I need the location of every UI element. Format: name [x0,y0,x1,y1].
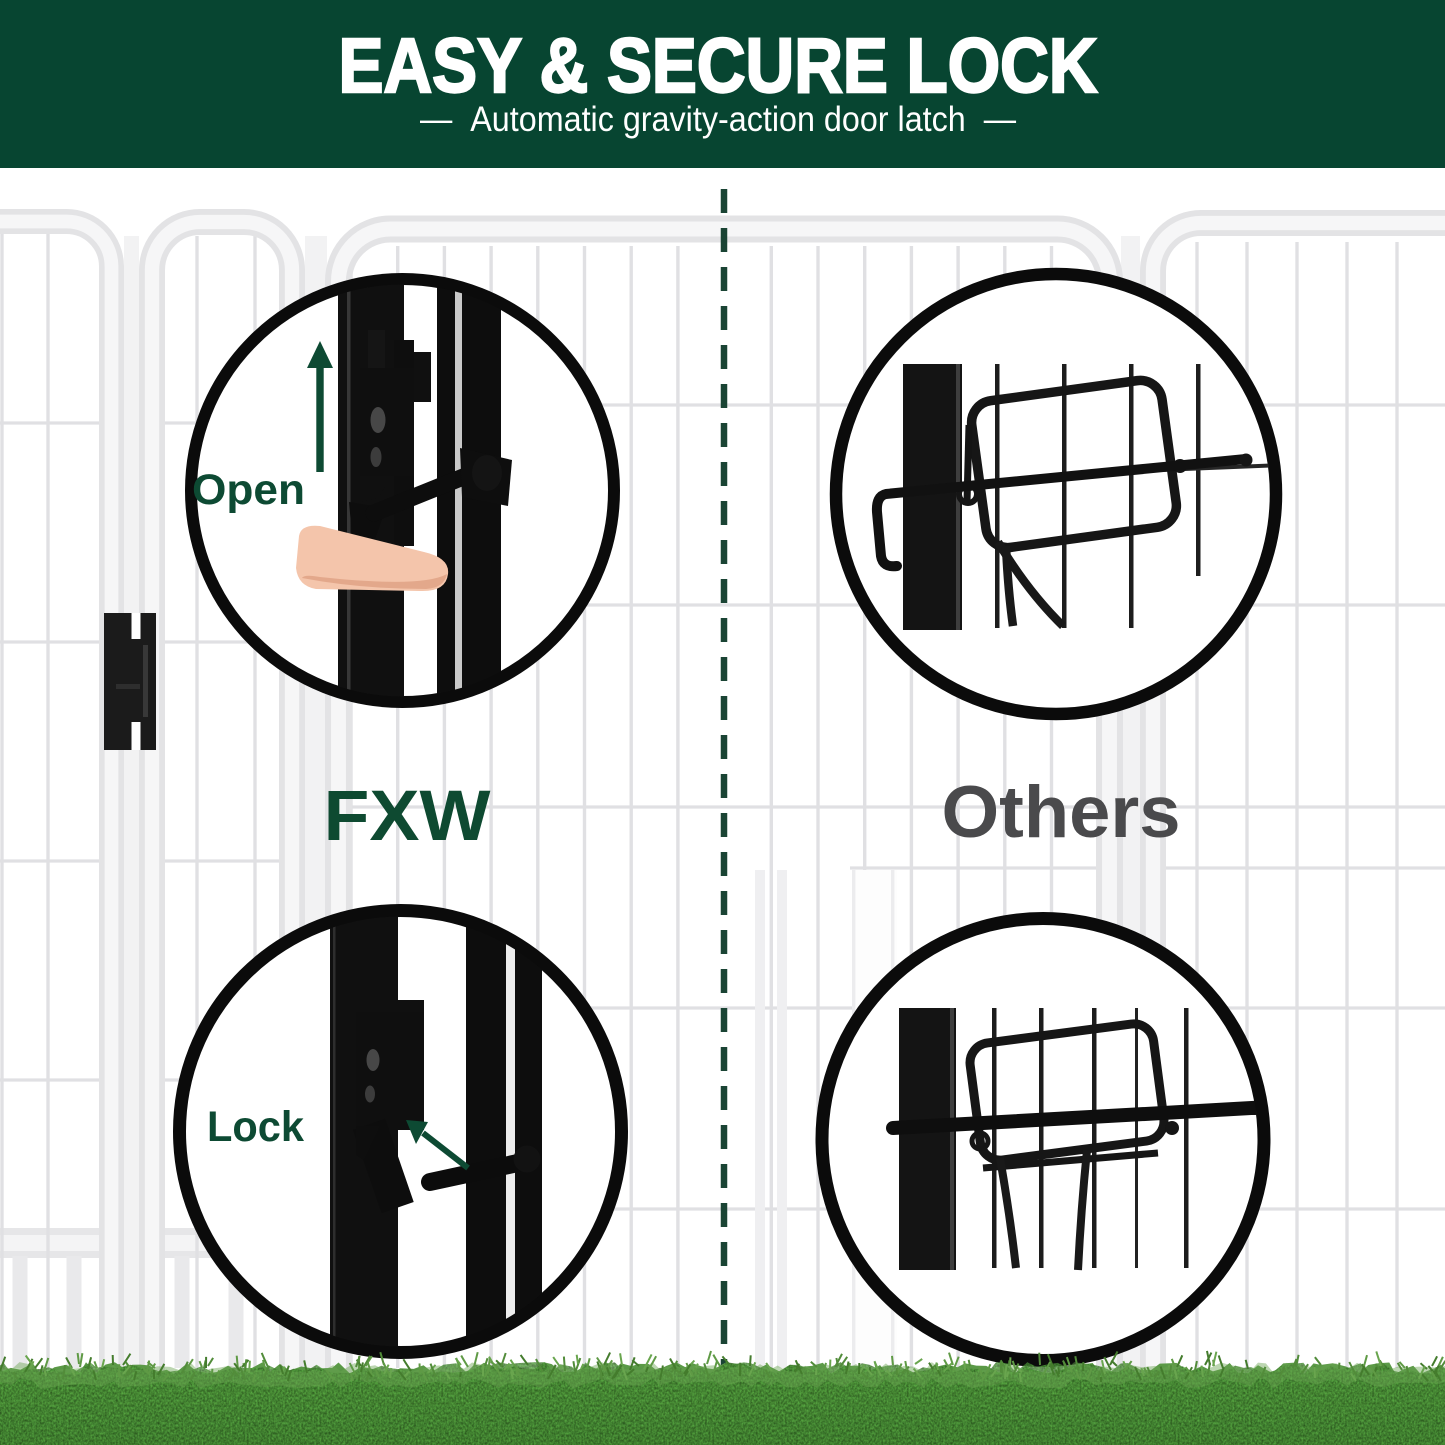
svg-text:Open: Open [192,466,305,514]
svg-text:— Automatic gravity-action do: — Automatic gravity-action door latch — [420,100,1016,139]
svg-text:Others: Others [942,772,1181,853]
svg-text:EASY & SECURE LOCK: EASY & SECURE LOCK [339,23,1098,109]
svg-text:FXW: FXW [324,777,491,856]
svg-text:Lock: Lock [207,1103,304,1151]
